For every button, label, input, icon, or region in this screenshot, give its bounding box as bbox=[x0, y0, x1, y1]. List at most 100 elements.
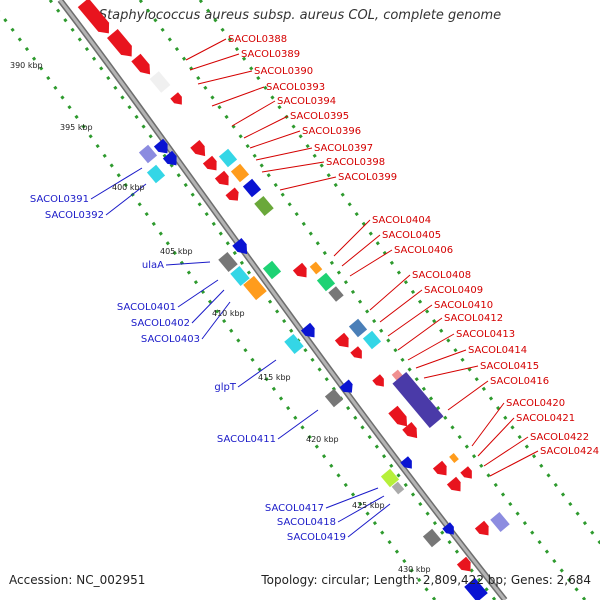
tick-label: 390 kbp bbox=[10, 61, 43, 70]
tick-label: 425 kbp bbox=[352, 501, 385, 510]
gene-label-reverse: SACOL0391 bbox=[30, 194, 89, 205]
tick-label: 430 kbp bbox=[398, 565, 431, 574]
gene-blue-rev-10 bbox=[464, 577, 488, 600]
gene-blue-rev-8 bbox=[400, 456, 412, 469]
genome-backbone-highlight bbox=[58, 0, 507, 600]
leader-line bbox=[325, 487, 379, 509]
leader-line bbox=[369, 274, 411, 311]
gene-red-12 bbox=[372, 374, 384, 387]
gene-orange-1 bbox=[309, 261, 323, 275]
gene-red-7 bbox=[214, 170, 229, 186]
gene-label-forward: SACOL0408 bbox=[412, 270, 471, 281]
tick-label: 420 kbp bbox=[306, 435, 339, 444]
leader-line bbox=[379, 289, 423, 323]
gene-green-1 bbox=[316, 272, 336, 292]
leader-line bbox=[423, 365, 479, 379]
leader-line bbox=[415, 349, 467, 369]
tick-label: 410 kbp bbox=[212, 309, 245, 318]
gene-white-1 bbox=[149, 71, 171, 93]
leader-line bbox=[191, 289, 225, 324]
leader-line bbox=[197, 70, 253, 85]
gene-label-reverse: SACOL0418 bbox=[277, 517, 336, 528]
tick-label: 400 kbp bbox=[112, 183, 145, 192]
gene-label-forward: SACOL0420 bbox=[506, 398, 565, 409]
gene-blue-rev-9 bbox=[442, 522, 454, 535]
leader-line bbox=[387, 304, 433, 337]
gene-label-forward: SACOL0410 bbox=[434, 300, 493, 311]
gene-gray-rev-2 bbox=[324, 388, 344, 408]
gene-label-forward: SACOL0405 bbox=[382, 230, 441, 241]
gene-label-forward: SACOL0406 bbox=[394, 245, 453, 256]
track-dots-1 bbox=[0, 10, 437, 600]
gene-label-forward: SACOL0394 bbox=[277, 96, 336, 107]
gene-blue-rev-6 bbox=[348, 318, 368, 338]
leader-line bbox=[201, 301, 231, 340]
gene-red-15 bbox=[432, 460, 447, 476]
gene-label-forward: SACOL0421 bbox=[516, 413, 575, 424]
gene-label-forward: SACOL0424 bbox=[540, 446, 599, 457]
gene-label-forward: SACOL0404 bbox=[372, 215, 431, 226]
gene-blue-rev-7 bbox=[339, 379, 353, 393]
leader-line bbox=[237, 359, 277, 388]
gene-red-18 bbox=[474, 520, 489, 536]
gene-gray-1 bbox=[328, 286, 344, 302]
leader-line bbox=[349, 249, 393, 277]
track-dots-4 bbox=[198, 0, 600, 546]
gene-label-forward: SACOL0398 bbox=[326, 157, 385, 168]
gene-red-10 bbox=[334, 332, 349, 348]
gene-red-4 bbox=[170, 92, 182, 105]
gene-red-top-1 bbox=[77, 0, 110, 34]
gene-blue-rev-4 bbox=[232, 238, 248, 255]
gene-red-16 bbox=[446, 476, 461, 492]
gene-label-reverse: SACOL0411 bbox=[217, 434, 276, 445]
gene-orange-a bbox=[230, 163, 250, 183]
gene-orange-rev-1 bbox=[243, 275, 267, 301]
gene-red-5 bbox=[190, 140, 206, 157]
gene-multi-a bbox=[254, 196, 274, 216]
track-dots-3 bbox=[138, 0, 587, 600]
leader-line bbox=[471, 402, 505, 447]
gene-cyan-a bbox=[218, 148, 238, 168]
gene-lavender-1 bbox=[490, 512, 510, 532]
gene-label-forward: SACOL0389 bbox=[241, 49, 300, 60]
leader-line bbox=[341, 234, 381, 267]
gene-label-forward: SACOL0414 bbox=[468, 345, 527, 356]
gene-lime-rev-1 bbox=[380, 468, 400, 488]
gene-label-forward: SACOL0399 bbox=[338, 172, 397, 183]
topology-text: Topology: circular; Length: 2,809,422 bp… bbox=[261, 573, 591, 587]
leader-line bbox=[347, 503, 391, 538]
gene-label-forward: SACOL0416 bbox=[490, 376, 549, 387]
gene-label-forward: SACOL0390 bbox=[254, 66, 313, 77]
gene-red-11 bbox=[350, 346, 362, 359]
gene-blue-a bbox=[242, 178, 262, 198]
tick-label: 395 kbp bbox=[60, 123, 93, 132]
gene-gray-rev-4 bbox=[422, 528, 442, 548]
tick-label: 405 kbp bbox=[160, 247, 193, 256]
leader-line bbox=[90, 167, 143, 200]
leader-line bbox=[279, 176, 337, 191]
gene-cyan-rev-2 bbox=[230, 266, 250, 286]
leader-line bbox=[477, 417, 515, 457]
gene-label-reverse: SACOL0401 bbox=[117, 302, 176, 313]
leader-line bbox=[483, 436, 529, 467]
gene-blue-rev-5 bbox=[300, 322, 315, 338]
track-dots-2 bbox=[48, 0, 497, 600]
gene-purple-1 bbox=[392, 371, 444, 429]
gene-label-forward: SACOL0422 bbox=[530, 432, 589, 443]
gene-red-13 bbox=[388, 405, 408, 427]
gene-label-reverse: SACOL0403 bbox=[141, 334, 200, 345]
gene-blue-rev-3 bbox=[162, 150, 177, 166]
gene-red-14 bbox=[402, 422, 418, 439]
accession-text: Accession: NC_002951 bbox=[9, 573, 146, 587]
leader-line bbox=[333, 219, 371, 257]
leader-line bbox=[231, 100, 276, 127]
gene-label-forward: SACOL0415 bbox=[480, 361, 539, 372]
gene-label-forward: SACOL0388 bbox=[228, 34, 287, 45]
gene-cyan-rev-1 bbox=[146, 164, 166, 184]
gene-label-reverse: SACOL0419 bbox=[287, 532, 346, 543]
gene-label-forward: SACOL0412 bbox=[444, 313, 503, 324]
gene-green-rev-1 bbox=[262, 260, 282, 280]
gene-red-8 bbox=[225, 187, 239, 201]
gene-label-reverse: SACOL0392 bbox=[45, 210, 104, 221]
